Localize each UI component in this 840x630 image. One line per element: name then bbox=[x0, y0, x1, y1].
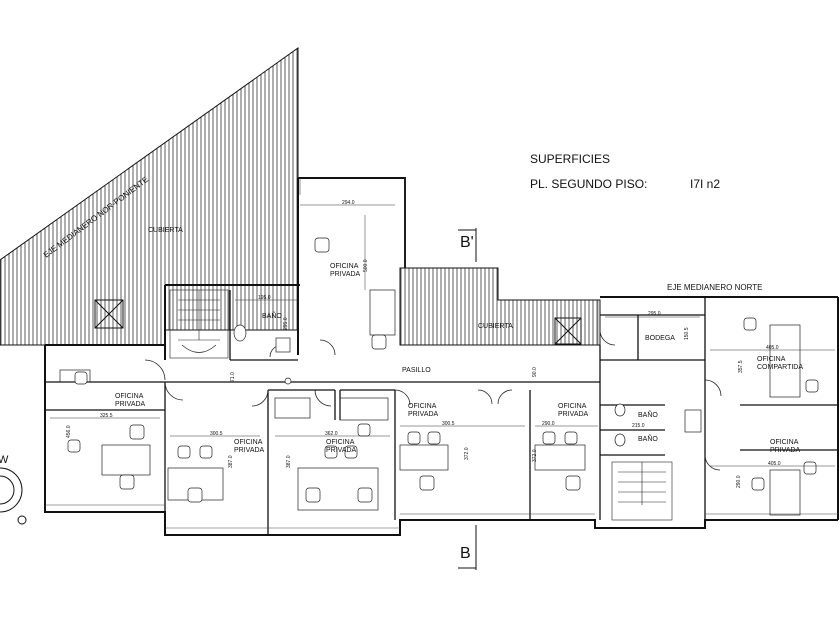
room-storage: BODEGA bbox=[645, 335, 675, 342]
dimension-label: 90.0 bbox=[532, 367, 538, 377]
dimension-label: 71.0 bbox=[230, 372, 236, 382]
dimension-label: 195.0 bbox=[258, 295, 271, 301]
office-4-title: OFICINA bbox=[326, 439, 355, 446]
interior-walls bbox=[45, 290, 838, 535]
floor-area: I7I n2 bbox=[690, 177, 720, 191]
dimension-lines bbox=[50, 204, 835, 467]
dimension-label: 150.5 bbox=[684, 327, 690, 340]
stairs-right bbox=[611, 461, 673, 521]
room-roof-center: CUBIERTA bbox=[478, 323, 513, 330]
dimension-label: 362.0 bbox=[325, 431, 338, 437]
dimension-label: 300.5 bbox=[210, 431, 223, 437]
dimension-label: 387.0 bbox=[286, 455, 292, 468]
dimension-label: 500.0 bbox=[363, 259, 369, 272]
room-bathroom-right-1: BAÑO bbox=[638, 410, 658, 419]
office-8-subtitle: PRIVADA bbox=[770, 447, 801, 454]
dimension-label: 290.0 bbox=[542, 421, 555, 427]
room-bathroom-right-2: BAÑO bbox=[638, 434, 658, 443]
office-7-title: OFICINA bbox=[757, 356, 786, 363]
axis-north-label: EJE MEDIANERO NORTE bbox=[667, 283, 762, 292]
office-6-subtitle: PRIVADA bbox=[558, 411, 589, 418]
room-bathroom-top: BAÑO bbox=[262, 311, 282, 320]
office-8-title: OFICINA bbox=[770, 439, 799, 446]
section-mark-top: B' bbox=[460, 234, 474, 251]
dimension-label: 357.5 bbox=[738, 360, 744, 373]
office-4-subtitle: PRIVADA bbox=[326, 447, 357, 454]
room-roof-left: CUBIERTA bbox=[148, 227, 183, 234]
office-2-subtitle: PRIVADA bbox=[115, 401, 146, 408]
section-mark-bottom: B bbox=[460, 545, 471, 562]
dimension-label: 372.0 bbox=[464, 447, 470, 460]
roof-left-hatch bbox=[0, 47, 299, 346]
dimension-label: 290.0 bbox=[736, 475, 742, 488]
stairs-left bbox=[169, 289, 229, 359]
office-5-subtitle: PRIVADA bbox=[408, 411, 439, 418]
roof-center-hatch bbox=[399, 267, 601, 346]
office-1-title: OFICINA bbox=[330, 263, 359, 270]
floor-label: PL. SEGUNDO PISO: bbox=[530, 177, 647, 191]
section-lines bbox=[458, 228, 477, 570]
compass-icon bbox=[0, 467, 27, 525]
office-3-title: OFICINA bbox=[234, 439, 263, 446]
room-corridor: PASILLO bbox=[402, 367, 431, 374]
elevators bbox=[94, 299, 582, 345]
office-1-subtitle: PRIVADA bbox=[330, 271, 361, 278]
office-6-title: OFICINA bbox=[558, 403, 587, 410]
office-5-title: OFICINA bbox=[408, 403, 437, 410]
dimension-label: 294.0 bbox=[342, 200, 355, 206]
dimension-label: 372.0 bbox=[532, 449, 538, 462]
furniture-chairs bbox=[67, 237, 819, 503]
window-lines bbox=[45, 178, 838, 529]
dimension-label: 215.0 bbox=[632, 423, 645, 429]
bathroom-fixtures bbox=[233, 324, 626, 447]
office-2-title: OFICINA bbox=[115, 393, 144, 400]
door-arcs bbox=[144, 329, 722, 471]
dimension-label: 295.0 bbox=[283, 317, 289, 330]
orientation-letter: W bbox=[0, 454, 9, 466]
summary-heading: SUPERFICIES bbox=[530, 152, 610, 166]
dimension-label: 456.0 bbox=[66, 425, 72, 438]
office-3-subtitle: PRIVADA bbox=[234, 447, 265, 454]
dimension-label: 300.5 bbox=[442, 421, 455, 427]
dimension-label: 405.0 bbox=[766, 345, 779, 351]
office-7-subtitle: COMPARTIDA bbox=[757, 364, 803, 371]
dimension-label: 405.0 bbox=[768, 461, 781, 467]
dimension-label: 387.0 bbox=[228, 455, 234, 468]
dimension-label: 295.0 bbox=[648, 311, 661, 317]
dimension-label: 325.5 bbox=[100, 413, 113, 419]
